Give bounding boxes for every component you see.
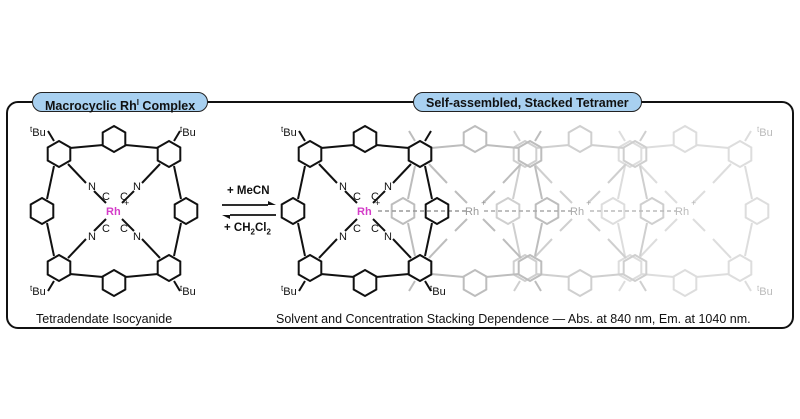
svg-text:+: +	[481, 198, 486, 208]
svg-text:N: N	[88, 231, 96, 243]
svg-text:+: +	[124, 198, 129, 208]
svg-text:C: C	[120, 223, 128, 235]
svg-text:N: N	[384, 231, 392, 243]
svg-text:C: C	[102, 223, 110, 235]
svg-text:N: N	[339, 181, 347, 193]
svg-text:+: +	[375, 198, 380, 208]
svg-text:N: N	[384, 181, 392, 193]
svg-text:tBu: tBu	[281, 284, 297, 298]
svg-text:tBu: tBu	[180, 125, 196, 139]
svg-text:tBu: tBu	[281, 125, 297, 139]
svg-text:Rh: Rh	[675, 206, 689, 218]
svg-text:C: C	[120, 191, 128, 203]
svg-text:tBu: tBu	[180, 284, 196, 298]
svg-text:tBu: tBu	[30, 125, 46, 139]
svg-text:C: C	[371, 223, 379, 235]
reverse-reagent-label: + CH2Cl2	[224, 222, 271, 237]
tetramer-metal-label: Rh	[357, 206, 372, 218]
svg-text:Rh: Rh	[570, 206, 584, 218]
monomer-caption: Tetradendate Isocyanide	[30, 312, 179, 326]
svg-text:tBu: tBu	[757, 284, 773, 298]
svg-text:tBu: tBu	[30, 284, 46, 298]
monomer-labels: Rh + N N N N C C C C tBu tBu tBu tBu	[30, 125, 196, 298]
forward-reagent-label: + MeCN	[227, 185, 270, 197]
svg-text:tBu: tBu	[757, 125, 773, 139]
svg-text:C: C	[102, 191, 110, 203]
svg-text:+: +	[586, 198, 591, 208]
ghost-metal-labels: Rh + Rh + Rh + tBu tBu	[465, 125, 773, 298]
equilibrium-arrows	[222, 201, 276, 219]
svg-text:Rh: Rh	[465, 206, 479, 218]
svg-text:N: N	[133, 181, 141, 193]
monomer-title-pill: Macrocyclic RhI Complex	[32, 92, 209, 113]
svg-text:N: N	[88, 181, 96, 193]
tetramer-caption: Solvent and Concentration Stacking Depen…	[270, 312, 757, 326]
content-frame	[6, 101, 794, 329]
tetramer-title-pill: Self-assembled, Stacked Tetramer	[413, 92, 642, 112]
svg-text:C: C	[353, 223, 361, 235]
metal-label: Rh	[106, 206, 121, 218]
svg-text:C: C	[371, 191, 379, 203]
svg-text:N: N	[133, 231, 141, 243]
svg-text:tBu: tBu	[430, 284, 446, 298]
svg-text:N: N	[339, 231, 347, 243]
svg-text:C: C	[353, 191, 361, 203]
tetramer-labels: Rh + N N N N C C C C tBu tBu tBu	[281, 125, 446, 298]
svg-text:+: +	[691, 198, 696, 208]
